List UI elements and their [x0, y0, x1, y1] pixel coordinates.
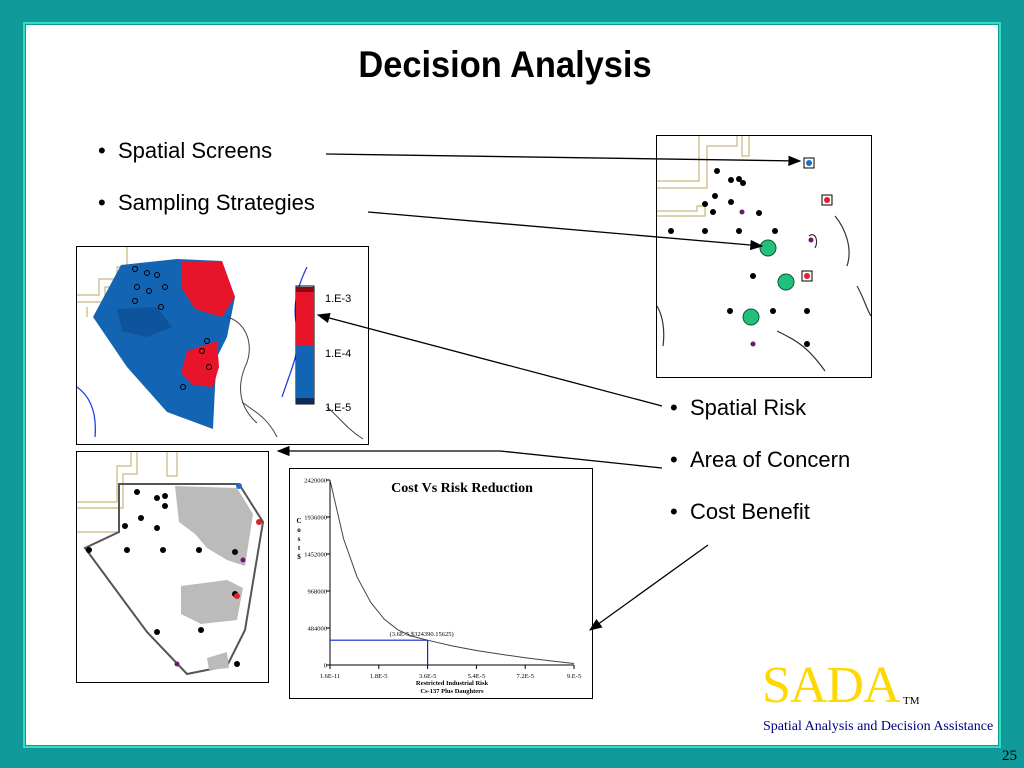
area-of-concern-map-svg	[77, 452, 265, 676]
legend-label-high: 1.E-3	[325, 293, 351, 305]
x-axis-label-line2: Cs-137 Plus Daughters	[420, 688, 484, 695]
sada-logo: SADA	[762, 657, 901, 714]
page-title: Decision Analysis	[358, 44, 652, 85]
x-tick-label: 5.4E-5	[468, 673, 486, 680]
cost-benefit-chart: Cost Vs Risk Reduction 2420000 1936000 145…	[289, 468, 593, 699]
legend-label-low: 1.E-5	[325, 402, 351, 414]
risk-sample-circles	[132, 266, 212, 390]
y-axis-label-char: t	[298, 544, 301, 552]
y-tick-label: 484000	[308, 626, 328, 633]
page-number: 25	[1002, 748, 1017, 764]
y-axis-label-char: o	[297, 526, 301, 534]
x-axis-label-line1: Restricted Industrial Risk	[416, 680, 489, 687]
legend-label-mid: 1.E-4	[325, 348, 351, 360]
x-tick-label: 7.2E-5	[516, 673, 534, 680]
building-outlines	[77, 452, 178, 533]
x-tick-label: 3.6E-5	[419, 673, 437, 680]
aoc-sample-points	[86, 489, 240, 667]
site-boundary	[83, 483, 265, 676]
y-axis-label-char: s	[298, 535, 301, 543]
sada-trademark: TM	[903, 695, 920, 707]
y-axis-label-char: $	[297, 553, 301, 561]
y-tick-label: 1452000	[304, 552, 327, 559]
risk-legend-bar	[295, 285, 315, 405]
area-of-concern-map	[76, 451, 269, 683]
x-tick-label: 1.8E-5	[370, 673, 388, 680]
sampling-map	[656, 135, 872, 378]
annotation-label: (3.6E-5,$324390.15625)	[390, 631, 454, 638]
chart-marks: 2420000 1936000 1452000 968000 484000 0 1.6E-1…	[296, 478, 581, 696]
y-tick-label: 0	[324, 663, 327, 670]
aoc-colored-points	[174, 483, 262, 667]
y-tick-label: 1936000	[304, 515, 327, 522]
proposed-samples	[742, 239, 795, 326]
risk-legend-labels: 1.E-3 1.E-4 1.E-5	[325, 293, 351, 414]
terrain-lines	[657, 215, 871, 372]
bullet-cost-benefit: •Cost Benefit	[670, 499, 810, 524]
x-tick-label: 1.6E-11	[320, 673, 341, 680]
spatial-risk-map-svg: 1.E-3 1.E-4 1.E-5	[77, 247, 364, 440]
bullet-spatial-risk: •Spatial Risk	[670, 395, 807, 420]
sample-points	[668, 168, 810, 347]
sada-subtitle: Spatial Analysis and Decision Assistance	[763, 719, 994, 734]
bullet-spatial-screens: •Spatial Screens	[98, 138, 273, 163]
terrain-lines	[226, 316, 364, 440]
x-tick-label: 9.E-5	[567, 673, 581, 680]
bullet-sampling-strategies: •Sampling Strategies	[98, 190, 315, 215]
chart-title: Cost Vs Risk Reduction	[391, 481, 533, 496]
y-tick-label: 968000	[308, 589, 328, 596]
spatial-screen-markers	[801, 157, 833, 282]
bullet-area-of-concern: •Area of Concern	[670, 447, 851, 472]
cost-risk-line	[329, 479, 575, 664]
risk-polygon	[93, 259, 235, 429]
concern-areas	[175, 486, 253, 670]
spatial-risk-map: 1.E-3 1.E-4 1.E-5	[76, 246, 369, 445]
y-tick-label: 2420000	[304, 478, 327, 485]
selected-point-marker	[330, 639, 429, 665]
y-axis-label-char: C	[296, 517, 301, 525]
cost-benefit-chart-svg: Cost Vs Risk Reduction 2420000 1936000 145…	[296, 478, 581, 696]
sampling-map-svg	[657, 136, 871, 372]
